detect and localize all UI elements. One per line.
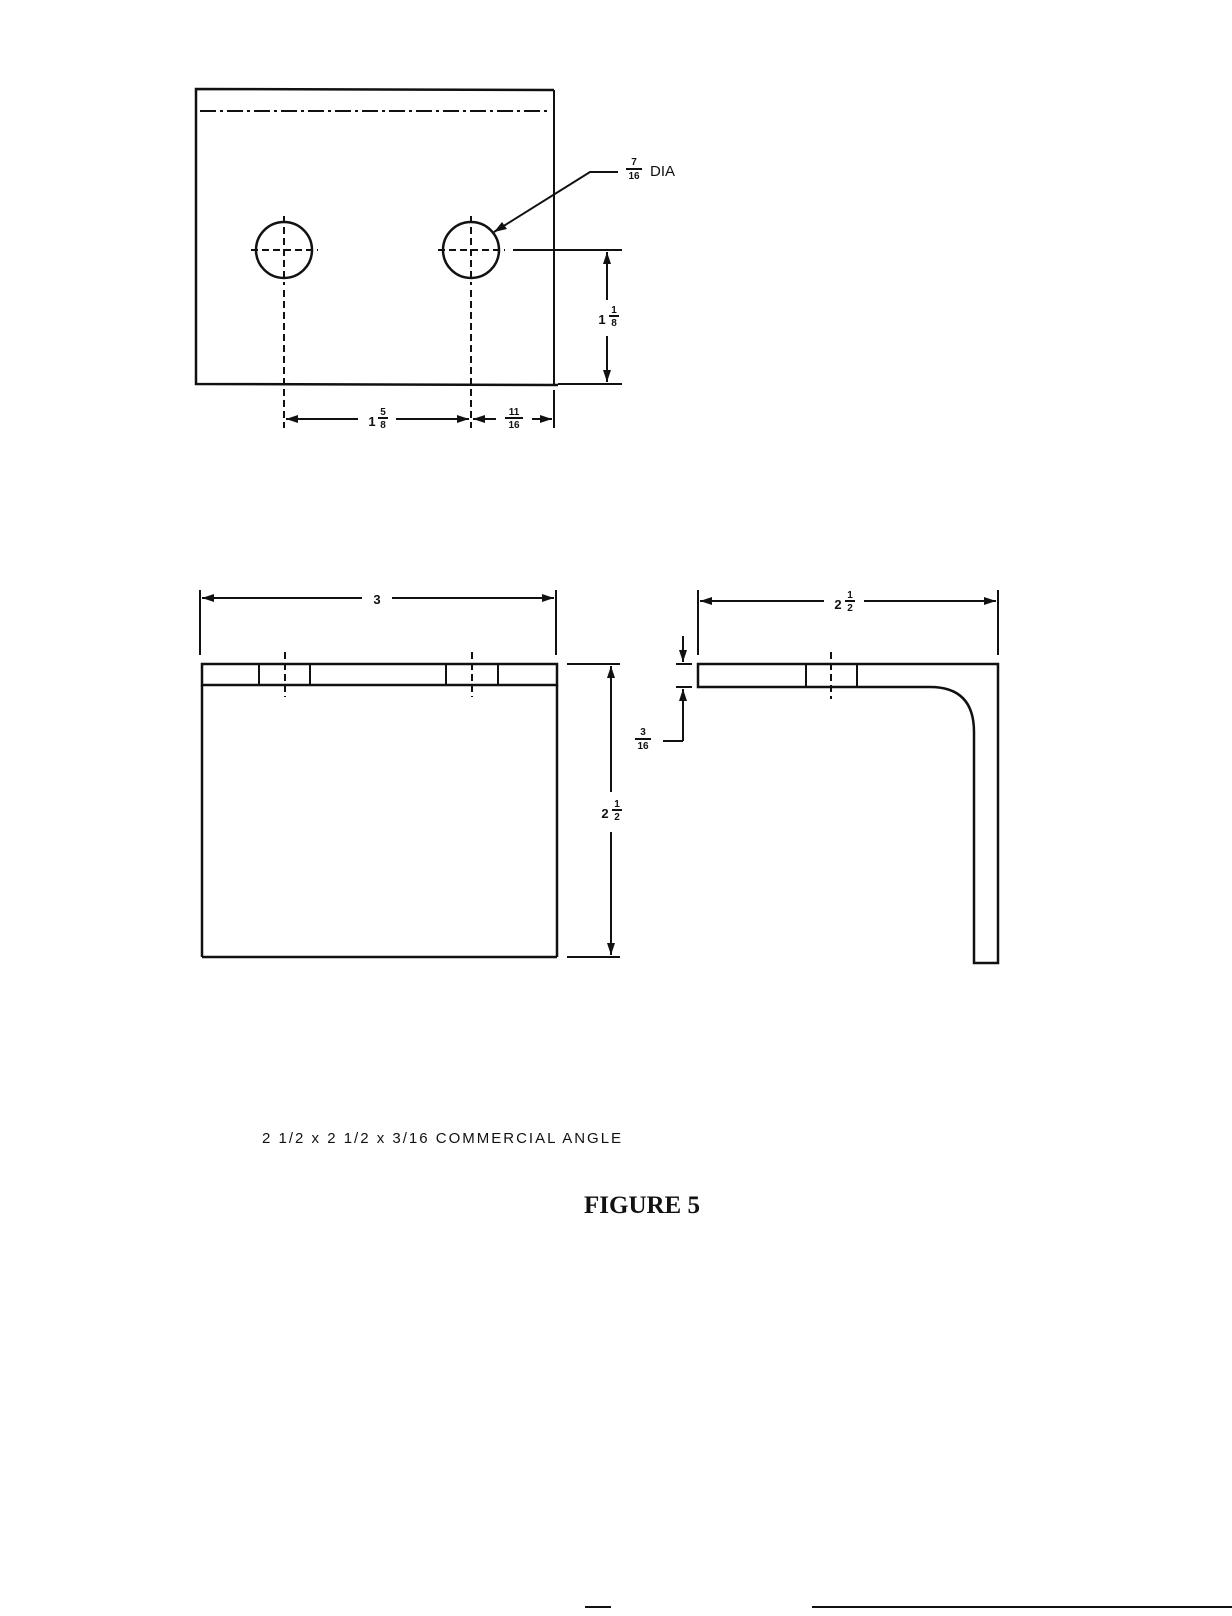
side-view: 2 1 2 3 16 (635, 590, 1000, 965)
arrowhead-thickness-up (679, 689, 687, 701)
arrowhead-thickness-down (679, 650, 687, 662)
dim-front-height: 2 1 2 (567, 663, 622, 958)
edge-offset-num: 11 (509, 407, 520, 418)
thickness-den: 16 (637, 741, 649, 752)
top-view: 7 16 DIA 1 1 8 1 5 (194, 87, 675, 431)
hole-spacing-den: 8 (380, 420, 386, 431)
dim-hole-height: 1 1 8 (513, 249, 622, 385)
front-height-whole: 2 (601, 806, 608, 821)
side-width-whole: 2 (834, 597, 841, 612)
figure-title: FIGURE 5 (584, 1192, 700, 1219)
front-view: 3 2 1 2 (199, 590, 622, 959)
drawing-caption: 2 1/2 x 2 1/2 x 3/16 COMMERCIAL ANGLE (262, 1130, 624, 1147)
hole-left (251, 216, 318, 285)
arrowhead-offset-right (540, 415, 552, 423)
footer-long-rule (812, 1606, 1232, 1608)
dim-hole-spacing: 1 5 8 (283, 290, 555, 431)
diameter-leader (493, 171, 618, 233)
front-height-den: 2 (614, 812, 620, 823)
front-view-flange (200, 662, 559, 687)
arrowhead-left (286, 415, 298, 423)
dim-front-width: 3 (199, 590, 557, 655)
hole-right (438, 216, 505, 285)
arrowhead-front-left (202, 594, 214, 602)
arrowhead-offset-left (473, 415, 485, 423)
arrowhead-right (457, 415, 469, 423)
callout-hole-diameter: 7 16 DIA (626, 157, 675, 182)
front-height-num: 1 (614, 799, 620, 810)
arrowhead-down (603, 370, 611, 382)
side-view-angle-profile (696, 662, 1000, 965)
dim-side-width: 2 1 2 (697, 590, 999, 655)
footer-short-rule (585, 1606, 611, 1608)
hole-height-whole: 1 (598, 312, 605, 327)
hole-diameter-num: 7 (631, 157, 637, 168)
arrowhead-front-up (607, 666, 615, 678)
side-width-den: 2 (847, 603, 853, 614)
edge-offset-den: 16 (508, 420, 520, 431)
dim-thickness: 3 16 (635, 636, 692, 752)
top-view-outline (194, 87, 559, 387)
thickness-num: 3 (640, 727, 646, 738)
diameter-leader-line (493, 171, 618, 233)
arrowhead-front-down (607, 943, 615, 955)
arrowhead-side-left (700, 597, 712, 605)
hole-spacing-whole: 1 (368, 414, 375, 429)
hole-spacing-num: 5 (380, 407, 386, 418)
hole-diameter-suffix: DIA (650, 163, 675, 180)
hole-diameter-den: 16 (628, 171, 640, 182)
hole-height-den: 8 (611, 318, 617, 329)
hole-height-num: 1 (611, 305, 617, 316)
arrowhead-up (603, 252, 611, 264)
leader-arrowhead (494, 222, 507, 232)
side-width-num: 1 (847, 590, 853, 601)
front-width-value: 3 (373, 592, 380, 607)
arrowhead-front-right (542, 594, 554, 602)
dim-edge-offset: 11 16 (473, 407, 552, 431)
arrowhead-side-right (984, 597, 996, 605)
